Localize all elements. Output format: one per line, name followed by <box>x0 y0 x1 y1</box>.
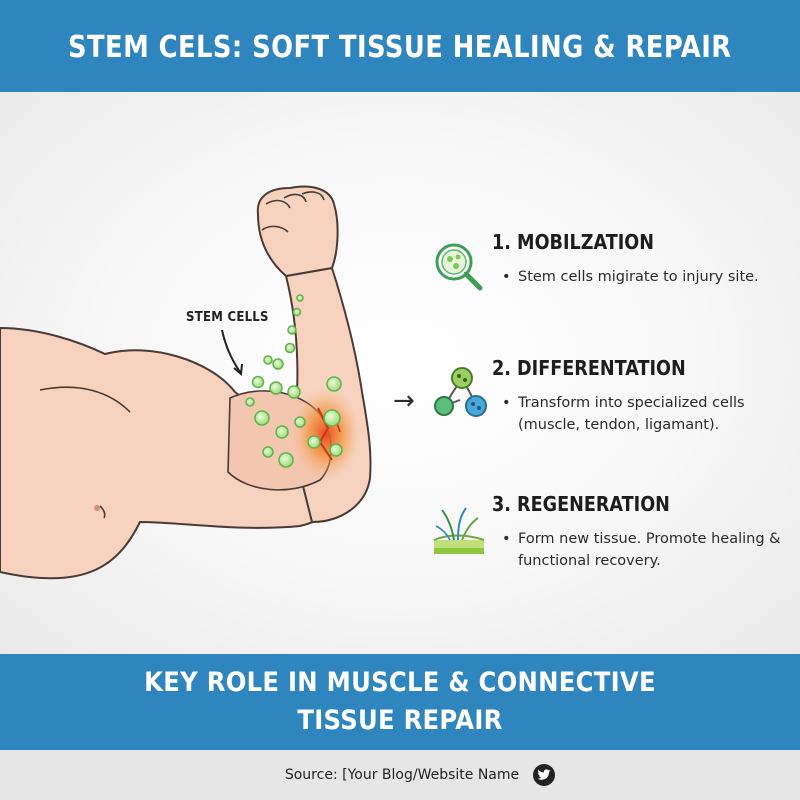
stem-cells-label: STEM CELLS <box>186 310 269 325</box>
stem-cell-dot <box>294 416 306 428</box>
page-title: STEM CELS: SOFT TISSUE HEALING & REPAIR <box>68 29 732 65</box>
stem-cell-dot <box>278 452 294 468</box>
cell-network-icon <box>434 367 487 417</box>
stem-cells-cluster <box>245 294 343 468</box>
footer-banner-title: KEY ROLE IN MUSCLE & CONNECTIVE TISSUE R… <box>144 667 656 736</box>
stem-cell-dot <box>287 325 297 335</box>
flow-arrow-icon: → <box>393 386 415 416</box>
stem-cell-dot <box>272 358 284 370</box>
stem-cell-dot <box>262 446 274 458</box>
step-1-title: 1. MOBILZATION <box>492 230 654 254</box>
stem-cell-dot <box>284 342 296 354</box>
illustration-area: STEM CELLS → 1. MOBILZATION Stem cells m… <box>0 92 800 654</box>
source-text: Source: [Your Blog/Website Name <box>284 767 520 783</box>
stem-cell-dot <box>254 410 270 426</box>
step-2-title: 2. DIFFERENTATION <box>492 356 686 380</box>
footer-banner: KEY ROLE IN MUSCLE & CONNECTIVE TISSUE R… <box>0 654 800 750</box>
stem-cell-dot <box>275 425 289 439</box>
stem-cell-dot <box>245 397 255 407</box>
stem-cell-dot <box>296 294 304 302</box>
stem-cell-dot <box>251 375 265 389</box>
arm-illustration <box>0 185 372 580</box>
step-1-body: Stem cells migirate to injury site. <box>502 266 798 288</box>
step-regeneration: 3. REGENERATION Form new tissue. Promote… <box>430 492 790 594</box>
header-banner: STEM CELS: SOFT TISSUE HEALING & REPAIR <box>0 0 800 92</box>
tissue-growth-icon <box>433 507 485 554</box>
step-mobilization: 1. MOBILZATION Stem cells migirate to in… <box>430 230 790 332</box>
step-3-title: 3. REGENERATION <box>492 492 670 516</box>
stem-cell-dot <box>329 443 343 457</box>
magnifier-cells-icon <box>435 243 483 291</box>
stem-cell-dot <box>263 355 273 365</box>
stem-cell-dot <box>269 381 283 395</box>
twitter-icon[interactable] <box>533 764 556 786</box>
stem-cell-dot <box>326 376 342 392</box>
step-3-body: Form new tissue. Promote healing & funct… <box>502 528 798 572</box>
step-differentiation: 2. DIFFERENTATION Transform into special… <box>430 356 790 458</box>
stem-cell-dot <box>307 435 321 449</box>
stem-cell-dot <box>323 409 341 427</box>
step-2-body: Transform into specialized cells (muscle… <box>502 392 798 436</box>
stem-cell-dot <box>287 385 301 399</box>
source-footer: Source: [Your Blog/Website Name <box>0 750 800 800</box>
stem-cell-dot <box>292 307 302 317</box>
